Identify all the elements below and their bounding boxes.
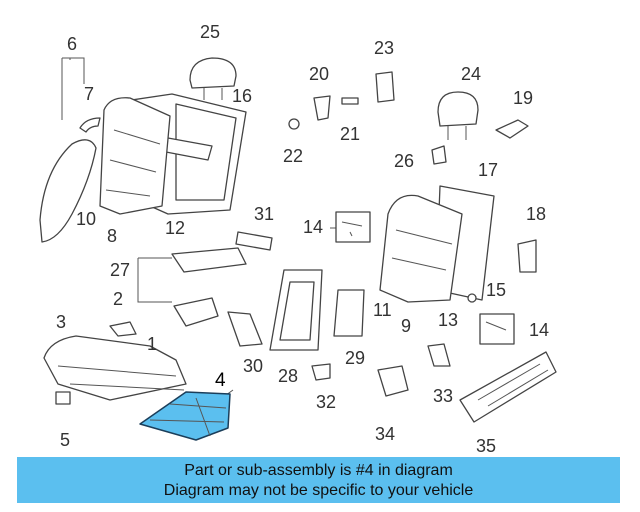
callout-13: 13 — [438, 310, 458, 330]
callout-4[interactable]: 4 — [215, 370, 226, 391]
seat-frame-28 — [269, 269, 323, 351]
callout-8: 8 — [107, 226, 117, 246]
callout-25: 25 — [200, 22, 220, 42]
bracket-19 — [495, 119, 529, 139]
clip-5 — [55, 391, 71, 405]
fastener-15 — [467, 293, 477, 303]
nut-22 — [288, 118, 300, 130]
rear-seatback — [379, 185, 495, 303]
callout-14b: 14 — [529, 320, 549, 340]
callout-labels: 1 2 3 4 5 6 7 8 9 10 11 12 13 14 14 15 1… — [56, 22, 549, 455]
banner-line-part: Part or sub-assembly is #4 in diagram — [184, 462, 453, 479]
guide-26 — [431, 145, 447, 165]
parts-diagram: 1 2 3 4 5 6 7 8 9 10 11 12 13 14 14 15 1… — [39, 22, 557, 455]
callout-12: 12 — [165, 218, 185, 238]
trim-cover-20 — [313, 95, 331, 121]
headrest-front — [189, 57, 237, 100]
bracket-33 — [427, 343, 451, 367]
callout-14a: 14 — [303, 217, 323, 237]
headrest-rear — [437, 91, 479, 127]
latch-23 — [375, 71, 395, 103]
callout-5: 5 — [60, 430, 70, 450]
callout-18: 18 — [526, 204, 546, 224]
callout-22: 22 — [283, 146, 303, 166]
callout-10: 10 — [76, 209, 96, 229]
callout-32: 32 — [316, 392, 336, 412]
callout-29: 29 — [345, 348, 365, 368]
callout-6: 6 — [67, 34, 77, 54]
bracket-32 — [311, 363, 331, 381]
hinge-34 — [377, 365, 409, 397]
callout-28: 28 — [278, 366, 298, 386]
callout-3: 3 — [56, 312, 66, 332]
callout-7: 7 — [84, 84, 94, 104]
heating-pad-27 — [171, 247, 247, 273]
callout-1: 1 — [147, 334, 157, 354]
module-27b — [173, 297, 219, 327]
callout-16: 16 — [232, 86, 252, 106]
callout-27: 27 — [110, 260, 130, 280]
callout-24: 24 — [461, 64, 481, 84]
callout-35: 35 — [476, 436, 496, 455]
callout-20: 20 — [309, 64, 329, 84]
info-banner: Part or sub-assembly is #4 in diagram Di… — [17, 457, 620, 503]
callout-11: 11 — [373, 300, 392, 320]
side-bolster — [39, 139, 97, 243]
callout-33: 33 — [433, 386, 453, 406]
callout-9: 9 — [401, 316, 411, 336]
callout-15: 15 — [486, 280, 506, 300]
callout-30: 30 — [243, 356, 263, 376]
banner-line-disclaimer: Diagram may not be specific to your vehi… — [163, 482, 474, 499]
panel-29 — [333, 289, 365, 337]
bracket-18 — [517, 239, 537, 273]
callout-17: 17 — [478, 160, 498, 180]
callout-26: 26 — [394, 151, 414, 171]
seat-back-cushion — [99, 97, 171, 215]
trim-30 — [227, 311, 263, 347]
callout-2: 2 — [113, 289, 123, 309]
armrest-35 — [459, 351, 557, 423]
seat-cushion — [43, 335, 187, 401]
callout-23: 23 — [374, 38, 394, 58]
callout-21: 21 — [340, 124, 360, 144]
bolt-21 — [341, 97, 359, 105]
trim-strip-31 — [235, 231, 273, 251]
seat-pan-frame-4[interactable] — [139, 391, 231, 441]
callout-19: 19 — [513, 88, 533, 108]
hardware-kit-14b — [479, 313, 515, 345]
trim-clip-7 — [79, 117, 101, 133]
callout-31: 31 — [254, 204, 274, 224]
clip-2 — [109, 321, 137, 337]
highlighted-part-4[interactable] — [139, 391, 231, 441]
callout-34: 34 — [375, 424, 395, 444]
hardware-kit-14a — [335, 211, 371, 243]
